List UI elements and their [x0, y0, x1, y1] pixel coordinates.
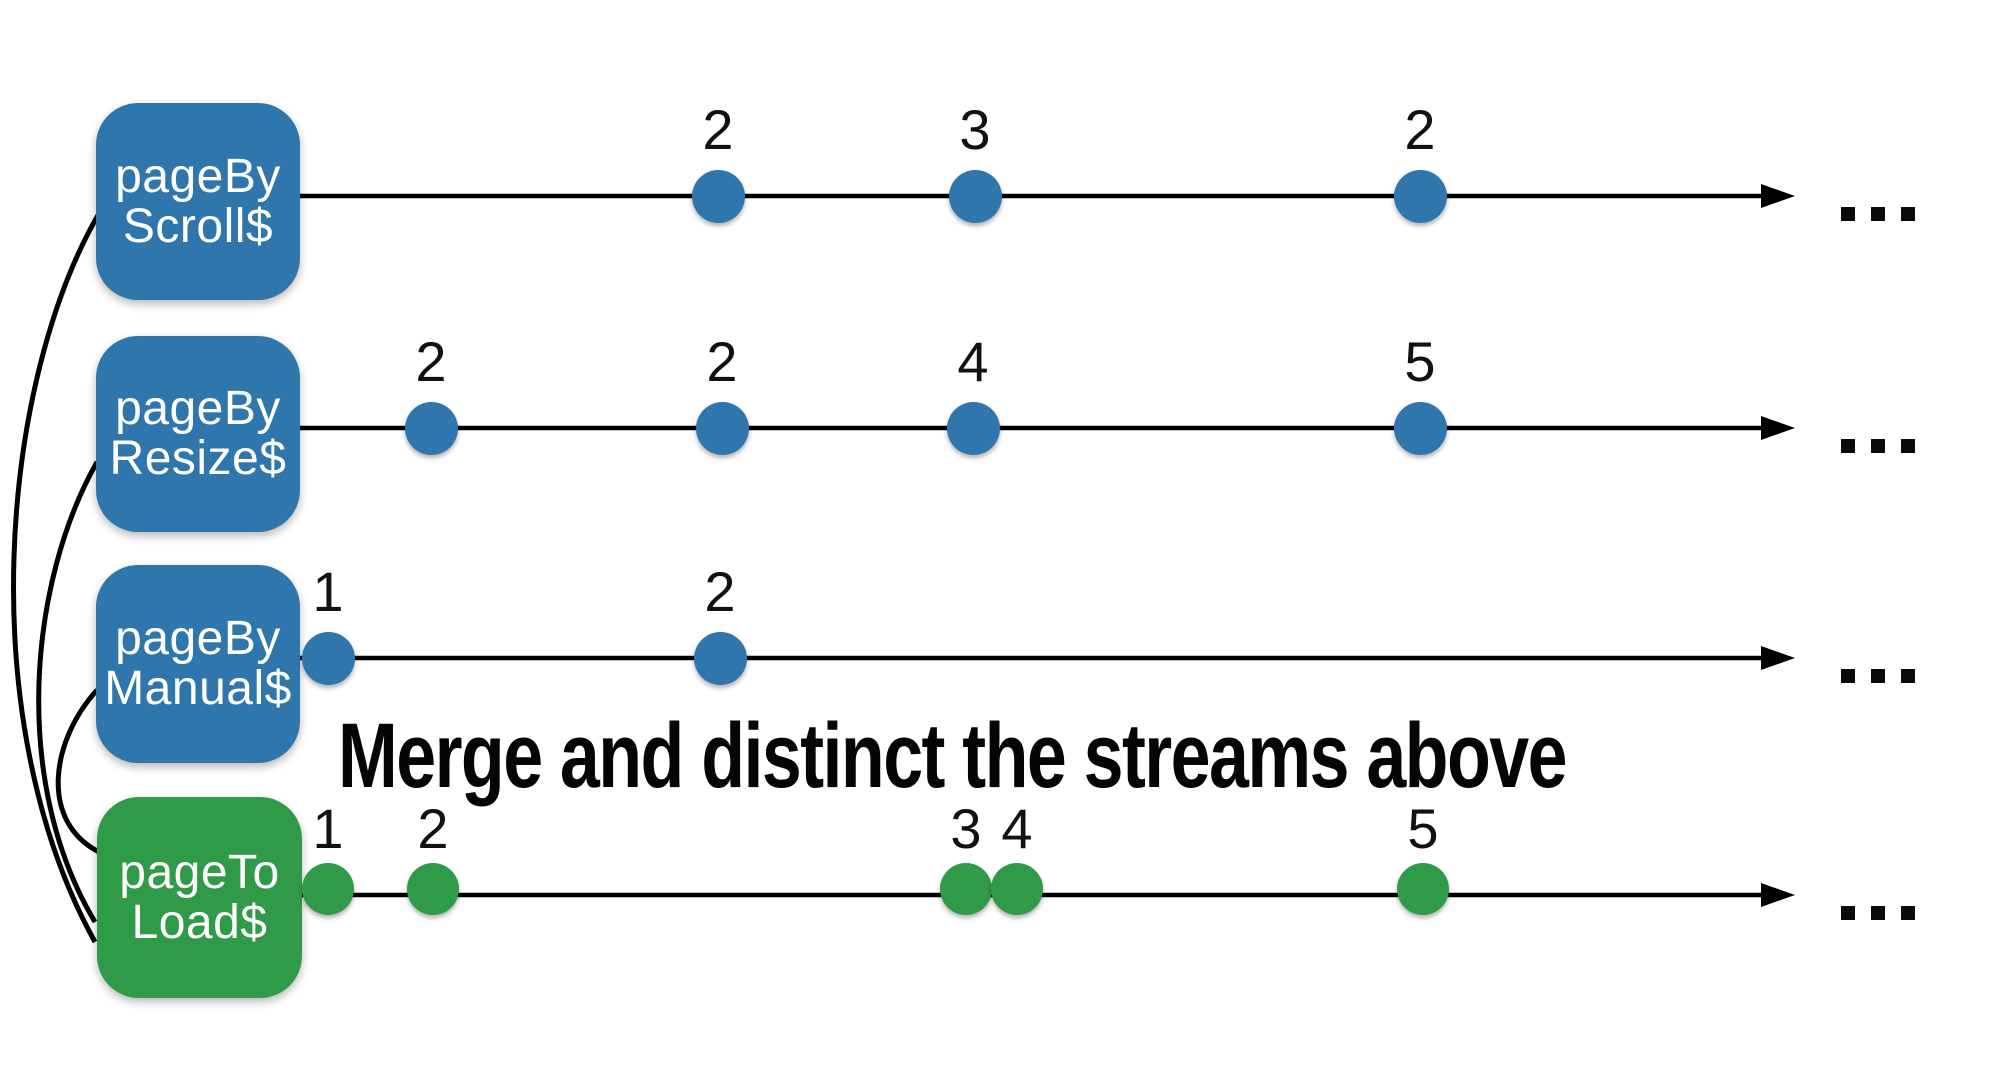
ellipsis-dot: [1871, 906, 1885, 920]
ellipsis-dot: [1901, 207, 1915, 221]
marble-label: 2: [1404, 98, 1436, 161]
marble-pageByManual-2: [693, 631, 747, 685]
ellipsis-dot: [1841, 207, 1855, 221]
stream-box-label-line1: pageTo: [119, 845, 280, 899]
marble-pageByResize-2: [695, 401, 749, 455]
diagram-title: Merge and distinct the streams above: [338, 705, 1567, 807]
ellipsis-dot: [1841, 906, 1855, 920]
stream-box-label-line1: pageBy: [115, 612, 281, 665]
ellipsis-icon: [1841, 906, 1915, 920]
marble-label: 5: [1404, 330, 1436, 393]
marble-pageByScroll-2: [1393, 169, 1447, 223]
marble-label: 2: [417, 797, 449, 860]
arrowhead-icon: [1761, 883, 1795, 907]
marble-pageByScroll-2: [691, 169, 745, 223]
ellipsis-icon: [1841, 207, 1915, 221]
marble-label: 2: [415, 330, 447, 393]
merge-curve-pageByManual: [55, 688, 101, 855]
arrowhead-icon: [1761, 416, 1795, 440]
ellipsis-dot: [1901, 669, 1915, 683]
stream-box-label-line2: Scroll$: [122, 199, 274, 253]
ellipsis-dot: [1871, 207, 1885, 221]
marble-pageToLoad-4: [991, 863, 1043, 915]
stream-box-label-line2: Load$: [131, 895, 268, 949]
marble-label: 3: [950, 797, 982, 860]
marble-label: 2: [704, 560, 736, 623]
ellipsis-icon: [1841, 439, 1915, 453]
marble-label: 1: [312, 560, 344, 623]
merge-curve-pageByScroll: [11, 208, 104, 944]
marble-pageToLoad-3: [940, 863, 992, 915]
ellipsis-dot: [1901, 439, 1915, 453]
stream-box-label-line1: pageBy: [115, 382, 281, 435]
ellipsis-dot: [1841, 439, 1855, 453]
marble-label: 1: [312, 797, 344, 860]
arrowhead-icon: [1761, 184, 1795, 208]
marble-label: 2: [702, 98, 734, 161]
marble-pageToLoad-2: [407, 863, 459, 915]
marble-pageToLoad-5: [1397, 863, 1449, 915]
ellipsis-dot: [1871, 669, 1885, 683]
merge-curve-pageByResize: [36, 460, 100, 924]
marble-pageByManual-1: [301, 631, 355, 685]
marble-pageByResize-4: [946, 401, 1000, 455]
marble-label: 4: [1001, 797, 1033, 860]
arrowhead-icon: [1761, 646, 1795, 670]
stream-box-label-line2: Manual$: [104, 662, 292, 715]
marble-label: 4: [957, 330, 989, 393]
marble-pageByResize-2: [404, 401, 458, 455]
stream-box-label-line1: pageBy: [115, 149, 281, 203]
marble-label: 5: [1407, 797, 1439, 860]
marble-pageByScroll-3: [948, 169, 1002, 223]
stream-box-label-line2: Resize$: [109, 432, 287, 485]
ellipsis-dot: [1871, 439, 1885, 453]
ellipsis-dot: [1841, 669, 1855, 683]
marble-pageByResize-5: [1393, 401, 1447, 455]
ellipsis-icon: [1841, 669, 1915, 683]
marble-pageToLoad-1: [302, 863, 354, 915]
marble-label: 3: [959, 98, 991, 161]
ellipsis-dot: [1901, 906, 1915, 920]
marble-label: 2: [706, 330, 738, 393]
